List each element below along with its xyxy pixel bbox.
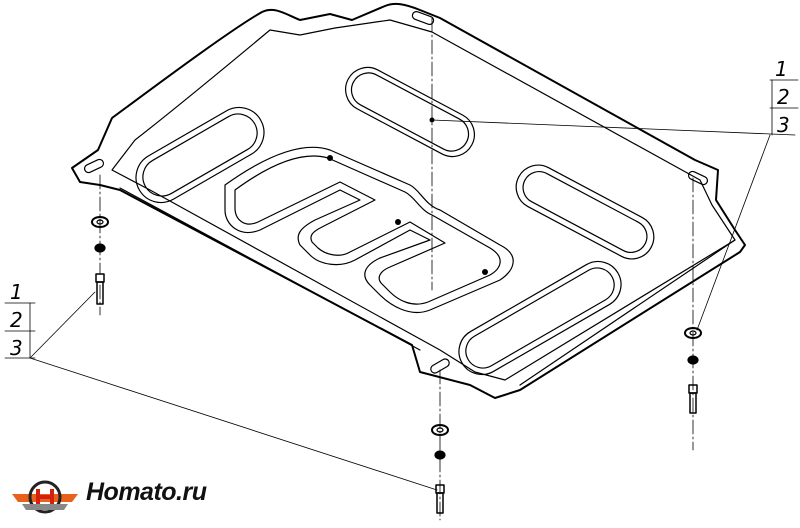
stamped-recesses — [135, 66, 655, 376]
logo-text: Homato.ru — [86, 478, 207, 506]
callout-left-2: 2 — [10, 308, 23, 332]
leader-lines — [4, 119, 796, 491]
skid-plate-outline — [71, 2, 746, 399]
logo-emblem-icon — [12, 480, 78, 514]
callout-left-1: 1 — [10, 280, 23, 304]
callout-right-2: 2 — [777, 85, 790, 109]
fastener-set-left — [91, 216, 109, 305]
callout-right — [769, 79, 799, 136]
callout-right-1: 1 — [775, 57, 788, 81]
fastener-set-right — [684, 327, 702, 414]
plate-inner-edge — [111, 19, 736, 381]
callout-left — [4, 302, 36, 359]
callout-right-3: 3 — [777, 113, 790, 137]
callout-left-3: 3 — [10, 336, 23, 360]
flange-slot — [430, 358, 450, 374]
flange-slot — [411, 11, 435, 25]
flange-slot — [687, 170, 709, 186]
fastener-set-bottom — [431, 424, 449, 514]
flange-slot — [83, 158, 105, 174]
plate-fold-line — [119, 187, 736, 386]
